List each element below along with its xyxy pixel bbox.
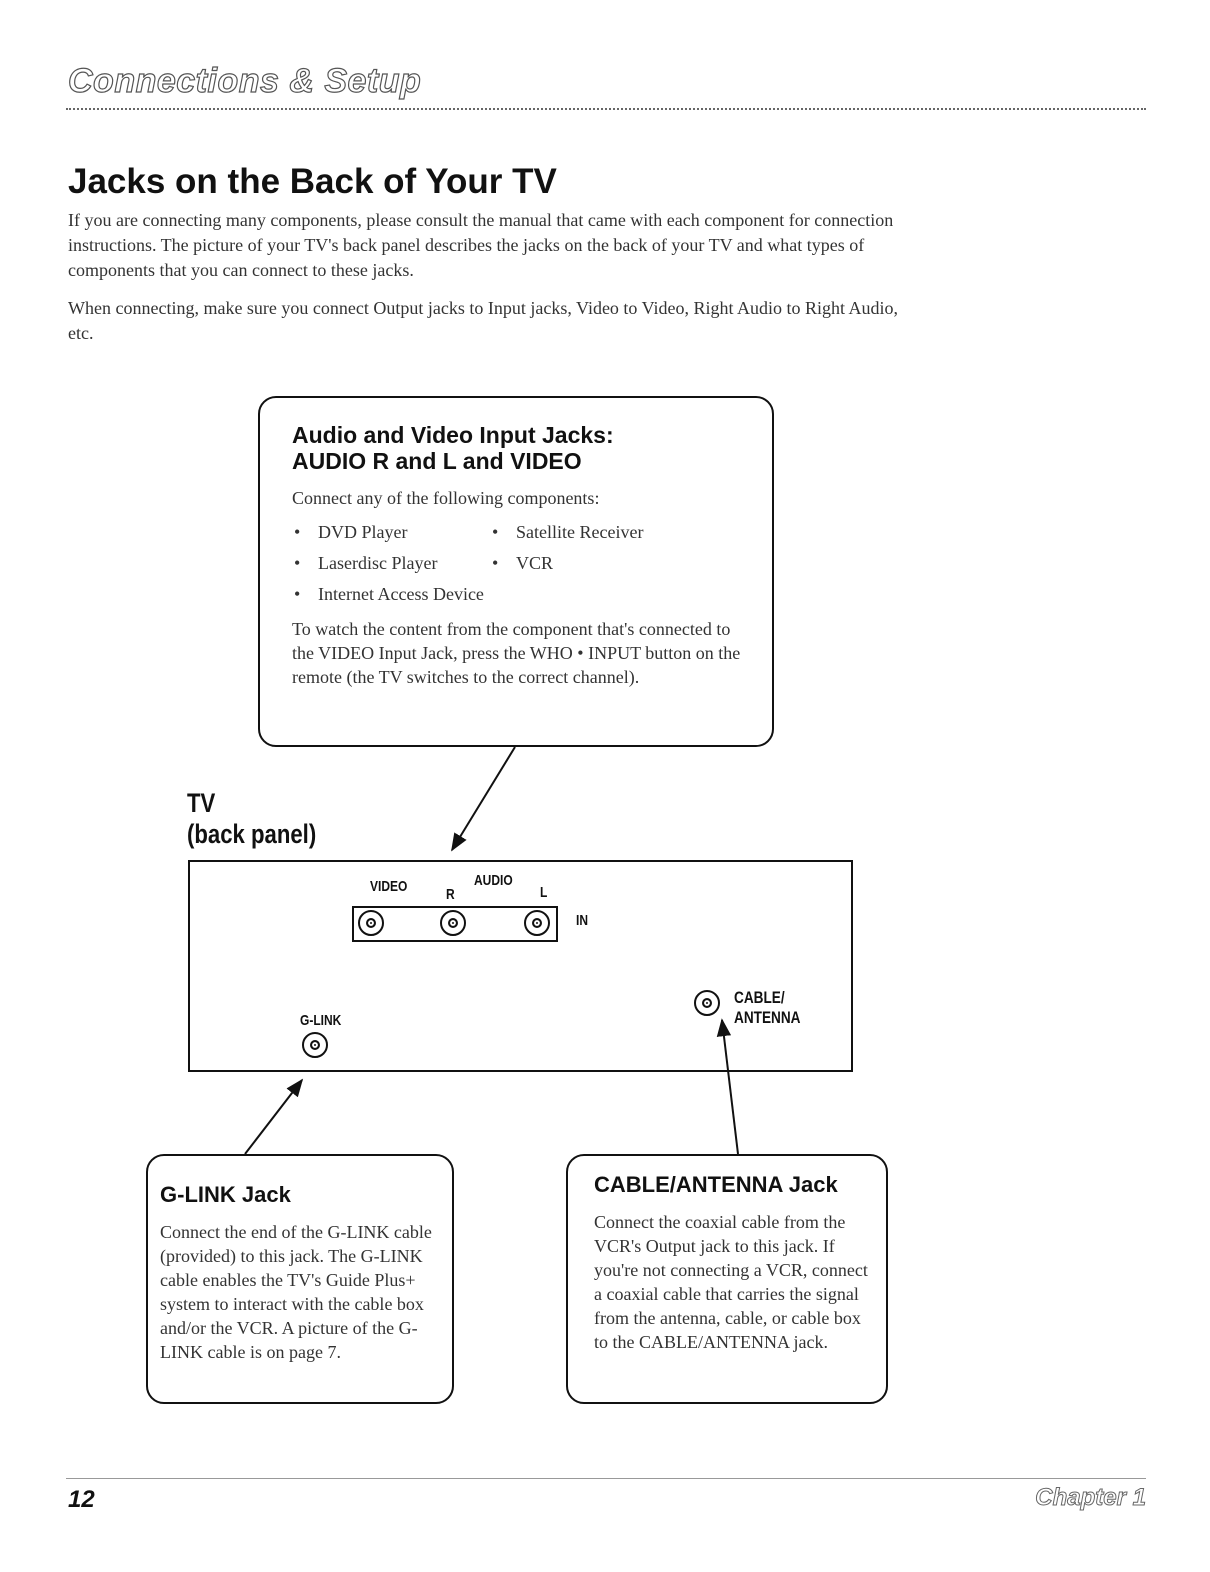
video-jack (358, 910, 384, 936)
audio-r-jack (440, 910, 466, 936)
av-input-callout: Audio and Video Input Jacks: AUDIO R and… (258, 396, 774, 747)
glink-callout-title: G-LINK Jack (160, 1182, 291, 1207)
cable-callout-body: Connect the coaxial cable from the VCR's… (594, 1212, 868, 1352)
av-callout-title-line1: Audio and Video Input Jacks: (292, 422, 614, 448)
list-item: Laserdisc Player (292, 553, 490, 574)
tv-label-line2: (back panel) (187, 819, 317, 849)
av-arrow (451, 746, 516, 852)
list-item: Satellite Receiver (490, 522, 690, 543)
glink-jack-label: G-LINK (300, 1012, 342, 1029)
intro-paragraph-2: When connecting, make sure you connect O… (68, 298, 899, 343)
audio-l-label: L (540, 884, 548, 901)
av-jack-group (352, 906, 558, 942)
video-jack-label: VIDEO (370, 878, 408, 895)
cable-label-line1: CABLE/ (734, 988, 785, 1007)
cable-antenna-label: CABLE/ ANTENNA (734, 988, 800, 1028)
component-list: DVD Player Satellite Receiver Laserdisc … (292, 522, 742, 605)
header-rule (66, 108, 1146, 110)
page-number: 12 (68, 1486, 95, 1513)
in-label: IN (576, 912, 588, 929)
tv-back-panel-label: TV (back panel) (187, 788, 316, 850)
tv-back-panel: VIDEO AUDIO R L IN G-LINK CABLE/ ANTENNA (188, 860, 853, 1072)
glink-callout-body: Connect the end of the G-LINK cable (pro… (160, 1222, 432, 1362)
page-title: Jacks on the Back of Your TV (68, 162, 557, 201)
av-callout-title-line2: AUDIO R and L and VIDEO (292, 448, 582, 474)
cable-label-line2: ANTENNA (734, 1008, 801, 1027)
audio-r-label: R (446, 886, 455, 903)
av-callout-title: Audio and Video Input Jacks: AUDIO R and… (292, 422, 742, 474)
glink-jack (302, 1032, 328, 1058)
av-callout-lead: Connect any of the following components: (292, 488, 600, 508)
cable-antenna-callout: CABLE/ANTENNA Jack Connect the coaxial c… (566, 1154, 888, 1404)
cable-callout-title: CABLE/ANTENNA Jack (594, 1172, 838, 1197)
cable-antenna-jack (694, 990, 720, 1016)
list-item: DVD Player (292, 522, 490, 543)
av-callout-note: To watch the content from the component … (292, 619, 741, 687)
glink-arrow (244, 1078, 304, 1155)
intro-paragraph-1: If you are connecting many components, p… (68, 210, 894, 280)
audio-jack-label: AUDIO (474, 872, 513, 889)
glink-callout: G-LINK Jack Connect the end of the G-LIN… (146, 1154, 454, 1404)
audio-l-jack (524, 910, 550, 936)
list-item: Internet Access Device (292, 584, 690, 605)
chapter-label: Chapter 1 (1035, 1484, 1147, 1512)
cable-arrow (716, 1018, 739, 1155)
section-title: Connections & Setup (67, 61, 422, 100)
list-item: VCR (490, 553, 690, 574)
footer-rule (66, 1478, 1146, 1479)
tv-label-line1: TV (187, 788, 216, 818)
